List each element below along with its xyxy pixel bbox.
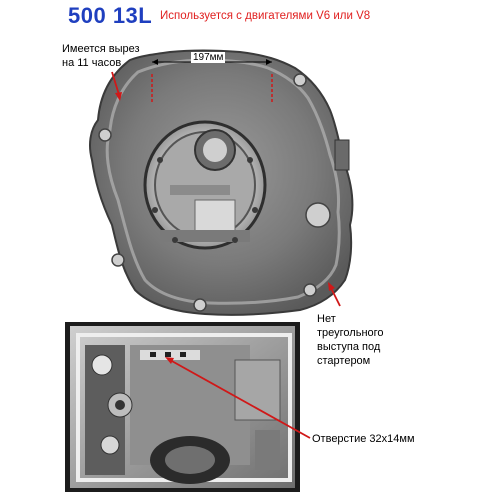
- bell-housing-image: [89, 49, 354, 316]
- notch-note-line2: на 11 часов: [62, 57, 122, 69]
- transmission-case-image: [65, 322, 300, 492]
- notch-arrow: [111, 71, 122, 101]
- notch-note: Имеется вырез на 11 часов: [62, 42, 140, 70]
- model-title: 500 13L: [68, 3, 153, 28]
- notch-note-line1: Имеется вырез: [62, 43, 140, 55]
- no-boss-arrow: [328, 282, 341, 307]
- hole-note: Отверстие 32х14мм: [312, 433, 415, 445]
- no-boss-note-line2: треугольного: [317, 327, 384, 339]
- engine-subtitle: Используется с двигателями V6 или V8: [160, 10, 371, 22]
- dimension-label: 197мм: [191, 52, 226, 63]
- no-boss-note: Нет треугольного выступа под стартером: [317, 312, 384, 368]
- no-boss-note-line3: выступа под: [317, 341, 381, 353]
- hole-arrow: [165, 357, 311, 439]
- no-boss-note-line4: стартером: [317, 355, 371, 367]
- no-boss-note-line1: Нет: [317, 313, 336, 325]
